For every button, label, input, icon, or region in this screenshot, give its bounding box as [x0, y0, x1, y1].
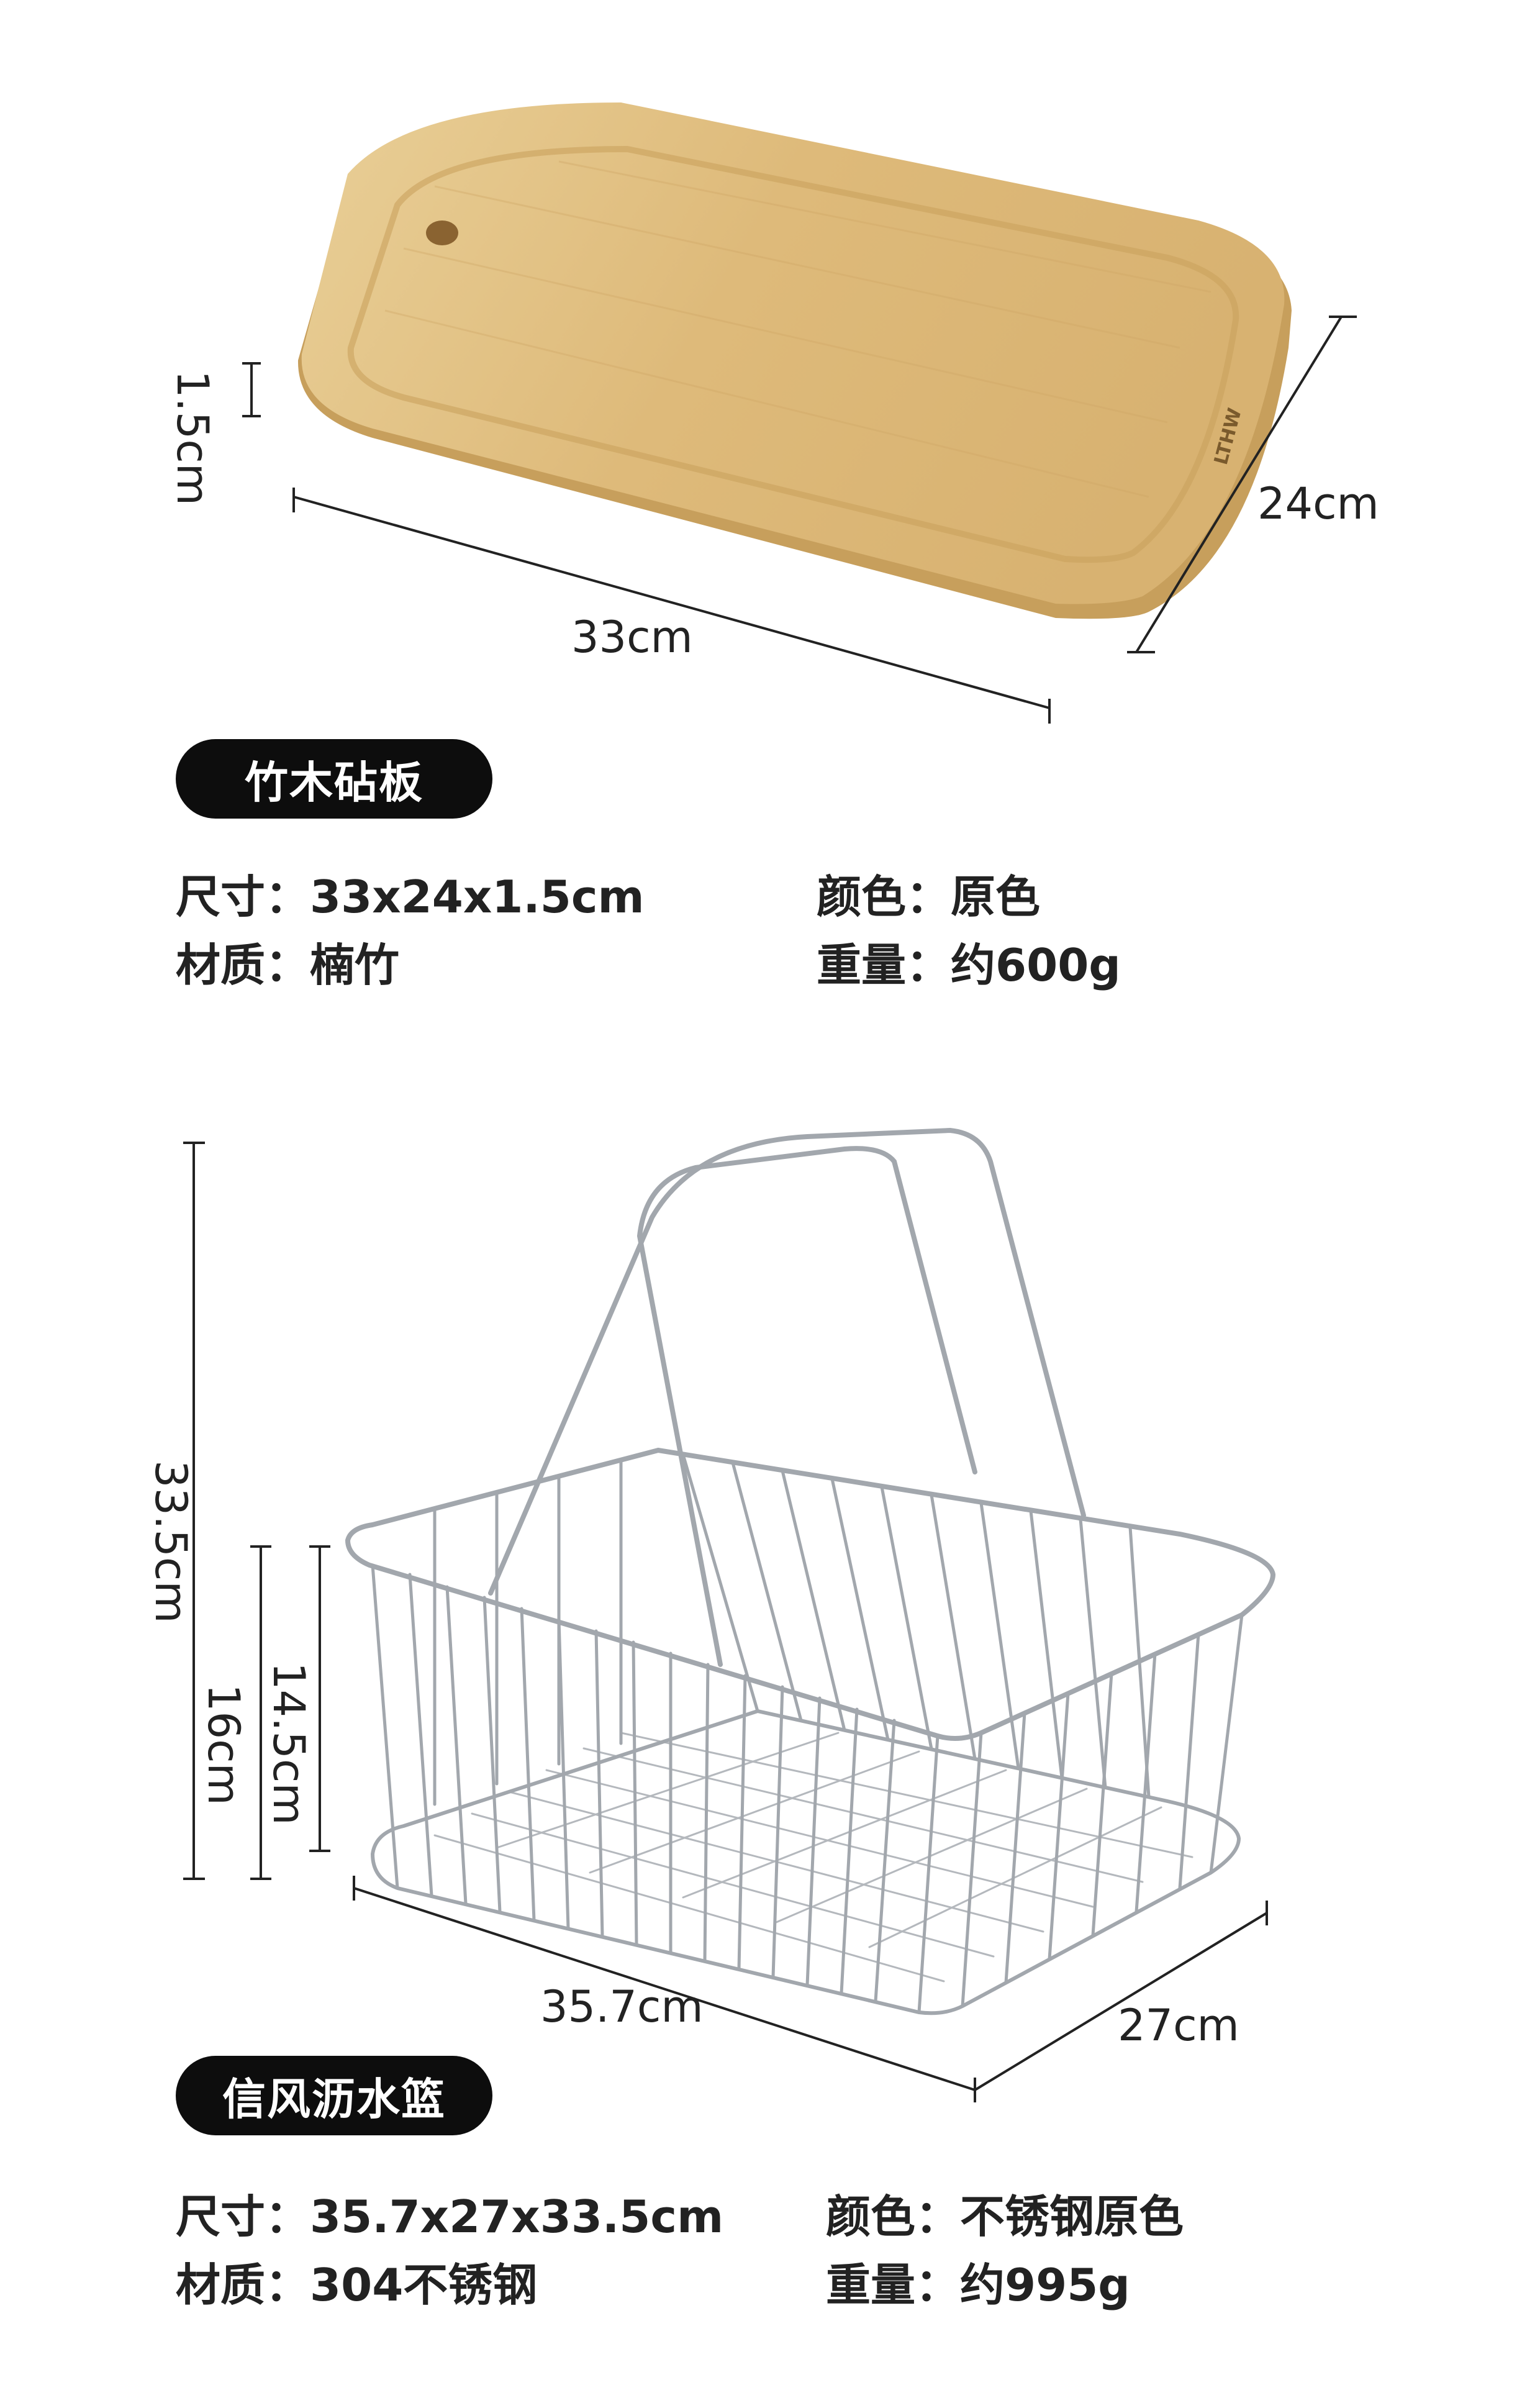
basket-length-label: 35.7cm: [540, 1981, 704, 2032]
basket-weight-spec: 重量：约995g: [826, 2248, 1130, 2314]
size-label: 尺寸：: [176, 2191, 310, 2243]
board-weight-spec: 重量：约600g: [817, 929, 1121, 994]
material-value: 楠竹: [310, 939, 400, 991]
color-value: 不锈钢原色: [960, 2191, 1184, 2243]
weight-value: 约995g: [960, 2259, 1130, 2311]
product-title-drain-basket: 信风沥水篮: [176, 2056, 492, 2135]
basket-width-label: 27cm: [1118, 2000, 1239, 2051]
basket-dimension-lines: [183, 1142, 1268, 2102]
basket-material-spec: 材质：304不锈钢: [176, 2248, 537, 2314]
material-value: 304不锈钢: [310, 2259, 538, 2311]
board-dimension-lines: [242, 316, 1357, 724]
color-label: 颜色：: [817, 871, 951, 923]
board-thickness-label: 1.5cm: [167, 370, 218, 506]
board-length-label: 33cm: [571, 612, 693, 663]
board-material-spec: 材质：楠竹: [176, 929, 399, 994]
size-value: 33x24x1.5cm: [310, 871, 645, 923]
wire-basket-image: [345, 1127, 1276, 2015]
board-color-spec: 颜色：原色: [817, 860, 1040, 925]
size-value: 35.7x27x33.5cm: [310, 2191, 724, 2243]
basket-total-height-label: 33.5cm: [145, 1460, 196, 1624]
cutting-board-image: LTHW: [297, 102, 1292, 619]
weight-label: 重量：: [826, 2259, 961, 2311]
weight-label: 重量：: [817, 939, 951, 991]
color-label: 颜色：: [826, 2191, 961, 2243]
material-label: 材质：: [176, 939, 310, 991]
board-width-label: 24cm: [1257, 478, 1379, 529]
basket-size-spec: 尺寸：35.7x27x33.5cm: [176, 2180, 723, 2245]
basket-height-16-label: 16cm: [198, 1684, 249, 1806]
material-label: 材质：: [176, 2259, 310, 2311]
basket-color-spec: 颜色：不锈钢原色: [826, 2180, 1184, 2245]
weight-value: 约600g: [951, 939, 1121, 991]
board-size-spec: 尺寸：33x24x1.5cm: [176, 860, 645, 925]
size-label: 尺寸：: [176, 871, 310, 923]
basket-height-14-5-label: 14.5cm: [263, 1662, 314, 1825]
product-title-cutting-board: 竹木砧板: [176, 739, 492, 819]
color-value: 原色: [951, 871, 1041, 923]
